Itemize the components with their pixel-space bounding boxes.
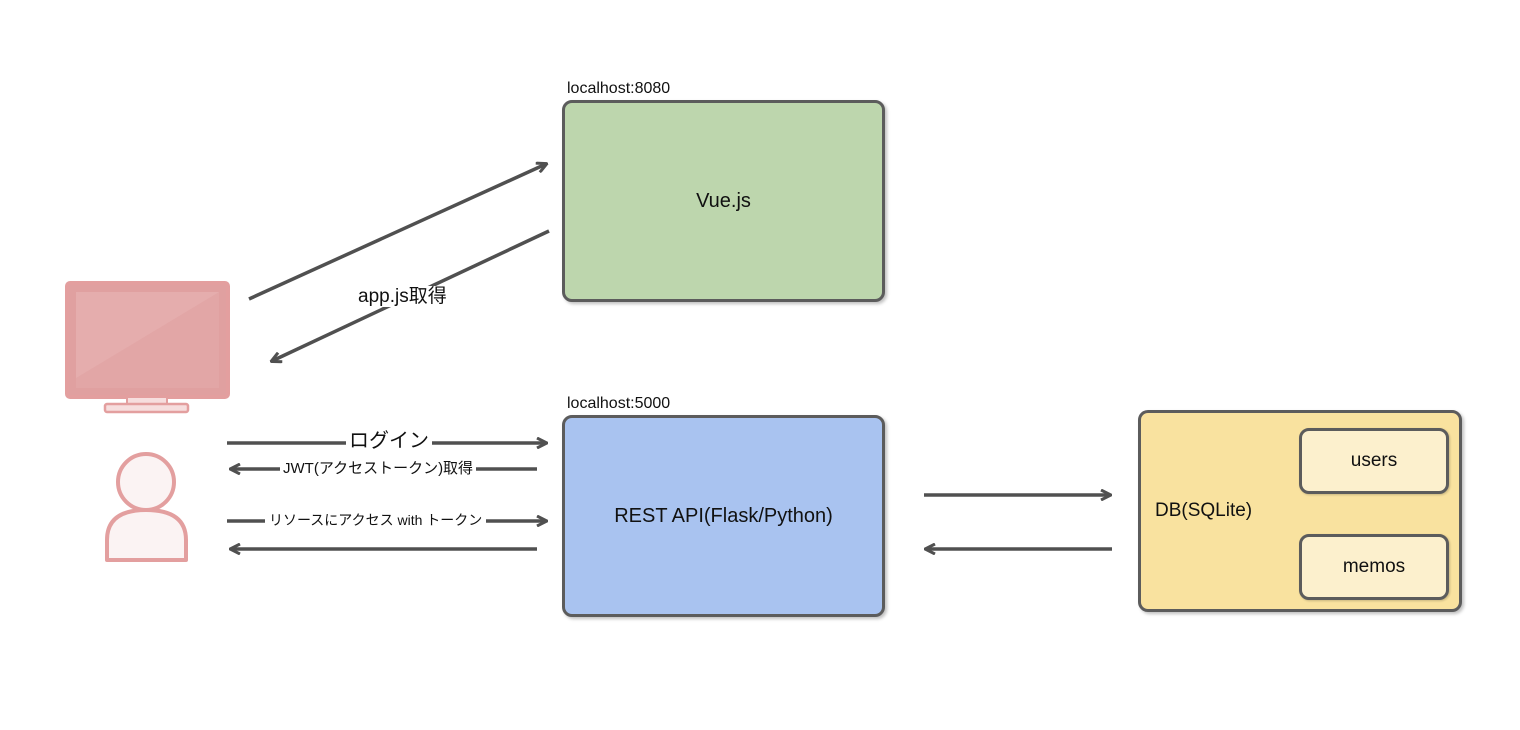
db-table-memos: memos <box>1299 534 1449 600</box>
frontend-box: Vue.js <box>562 100 885 302</box>
api-host-label: localhost:5000 <box>567 395 671 412</box>
monitor-icon <box>65 281 230 414</box>
db-table-users: users <box>1299 428 1449 494</box>
edge-label-get-appjs: app.js取得 <box>356 286 449 307</box>
edge-label-login: ログイン <box>346 431 432 451</box>
arrow-client-to-vue <box>248 164 546 301</box>
db-table-users-label: users <box>1350 450 1398 471</box>
edge-label-access-resource: リソースにアクセス with トークン <box>265 513 487 527</box>
api-label: REST API(Flask/Python) <box>614 504 833 527</box>
frontend-host-label: localhost:8080 <box>567 80 671 97</box>
user-icon <box>105 452 188 562</box>
db-table-memos-label: memos <box>1342 556 1406 577</box>
edge-label-get-jwt: JWT(アクセストークン)取得 <box>280 461 477 476</box>
frontend-label: Vue.js <box>696 189 751 212</box>
api-box: REST API(Flask/Python) <box>562 415 885 617</box>
db-label: DB(SQLite) <box>1155 500 1253 521</box>
